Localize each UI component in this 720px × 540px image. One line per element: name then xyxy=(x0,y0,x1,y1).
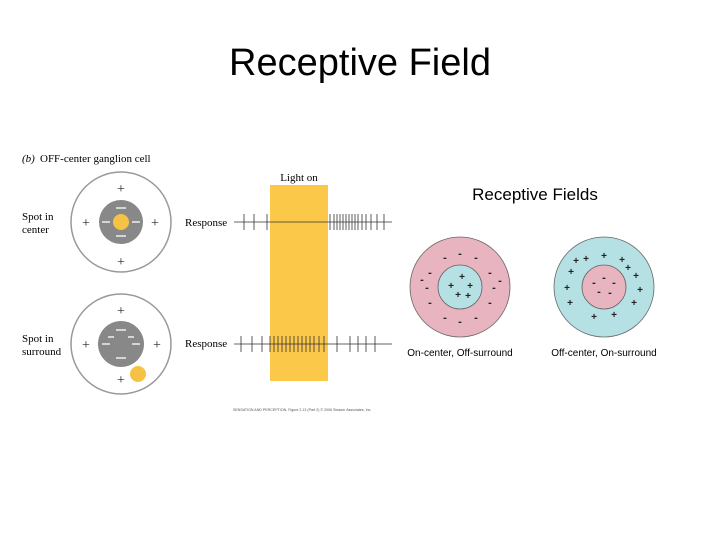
receptive-fields-title: Receptive Fields xyxy=(472,185,598,204)
surround-plus-signs: +++ +++ ++ ++ +++ xyxy=(564,251,643,323)
svg-text:+: + xyxy=(117,182,125,197)
receptive-fields-figure: Receptive Fields --- -- -- -- --- -- +++… xyxy=(407,185,656,359)
response-spikes xyxy=(240,336,376,352)
svg-text:+: + xyxy=(117,255,125,270)
svg-text:-: - xyxy=(420,274,424,286)
svg-text:-: - xyxy=(602,272,606,284)
svg-text:+: + xyxy=(625,263,631,274)
svg-text:+: + xyxy=(465,291,471,302)
svg-text:-: - xyxy=(443,312,447,324)
response-spikes xyxy=(243,214,385,230)
center-region xyxy=(437,264,483,310)
svg-text:+: + xyxy=(151,216,159,231)
light-spot xyxy=(130,366,146,382)
on-center-off-surround-field: --- -- -- -- --- -- +++ ++ On-center, Of… xyxy=(407,236,513,359)
row-label-line2: center xyxy=(22,224,49,236)
svg-text:+: + xyxy=(448,281,454,292)
svg-text:+: + xyxy=(601,251,607,262)
light-on-bar xyxy=(270,185,328,381)
off-center-on-surround-field: +++ +++ ++ ++ +++ --- -- Off-center, On-… xyxy=(551,236,657,359)
svg-text:-: - xyxy=(425,282,429,294)
row-spot-in-center: Spot in center + + + + Response xyxy=(22,171,392,273)
center-minus-signs xyxy=(102,207,140,237)
row-label-line2: surround xyxy=(22,346,62,358)
svg-text:+: + xyxy=(567,298,573,309)
receptive-field-center xyxy=(98,321,144,367)
svg-text:+: + xyxy=(117,304,125,319)
svg-text:+: + xyxy=(583,254,589,265)
surround-plus-signs: + + + + xyxy=(82,304,161,388)
svg-text:-: - xyxy=(597,286,601,298)
center-minus-signs xyxy=(102,329,140,359)
svg-text:-: - xyxy=(428,267,432,279)
surround-minus-signs: --- -- -- -- --- -- xyxy=(420,248,502,328)
svg-text:+: + xyxy=(633,271,639,282)
svg-text:+: + xyxy=(82,338,90,353)
row-label-line1: Spot in xyxy=(22,211,54,223)
response-label: Response xyxy=(185,338,227,350)
svg-text:+: + xyxy=(564,283,570,294)
surround-plus-signs: + + + + xyxy=(82,182,159,270)
svg-text:+: + xyxy=(568,267,574,278)
light-spot xyxy=(113,214,129,230)
svg-text:-: - xyxy=(608,287,612,299)
svg-text:+: + xyxy=(619,255,625,266)
center-plus-signs: +++ ++ xyxy=(448,272,473,302)
svg-text:-: - xyxy=(488,297,492,309)
svg-text:-: - xyxy=(474,312,478,324)
svg-text:-: - xyxy=(458,316,462,328)
slide-title: Receptive Field xyxy=(229,42,491,84)
svg-text:-: - xyxy=(592,277,596,289)
response-label: Response xyxy=(185,217,227,229)
svg-text:+: + xyxy=(153,338,161,353)
light-on-label: Light on xyxy=(280,172,318,184)
svg-text:+: + xyxy=(467,281,473,292)
svg-text:+: + xyxy=(455,290,461,301)
off-center-ganglion-figure: (b) OFF-center ganglion cell Light on Sp… xyxy=(22,153,392,412)
center-region xyxy=(581,264,627,310)
svg-text:-: - xyxy=(428,297,432,309)
svg-text:-: - xyxy=(474,252,478,264)
row-spot-in-surround: Spot in surround + + + + Response xyxy=(22,293,392,395)
panel-title: OFF-center ganglion cell xyxy=(40,153,151,165)
figure-caption: SENSATION AND PERCEPTION, Figure 2.13 (P… xyxy=(233,408,371,412)
svg-text:-: - xyxy=(492,282,496,294)
row-label-line1: Spot in xyxy=(22,333,54,345)
svg-text:+: + xyxy=(631,298,637,309)
field-caption: On-center, Off-surround xyxy=(407,348,512,359)
panel-letter: (b) xyxy=(22,153,35,165)
svg-text:+: + xyxy=(611,310,617,321)
svg-text:+: + xyxy=(117,373,125,388)
svg-text:+: + xyxy=(82,216,90,231)
svg-text:-: - xyxy=(488,267,492,279)
svg-text:+: + xyxy=(459,272,465,283)
svg-text:+: + xyxy=(591,312,597,323)
svg-text:-: - xyxy=(458,248,462,260)
svg-text:+: + xyxy=(573,256,579,267)
field-caption: Off-center, On-surround xyxy=(551,348,656,359)
svg-text:-: - xyxy=(612,277,616,289)
svg-text:-: - xyxy=(443,252,447,264)
svg-text:-: - xyxy=(498,275,502,287)
svg-text:+: + xyxy=(637,285,643,296)
center-minus-signs: --- -- xyxy=(592,272,616,299)
